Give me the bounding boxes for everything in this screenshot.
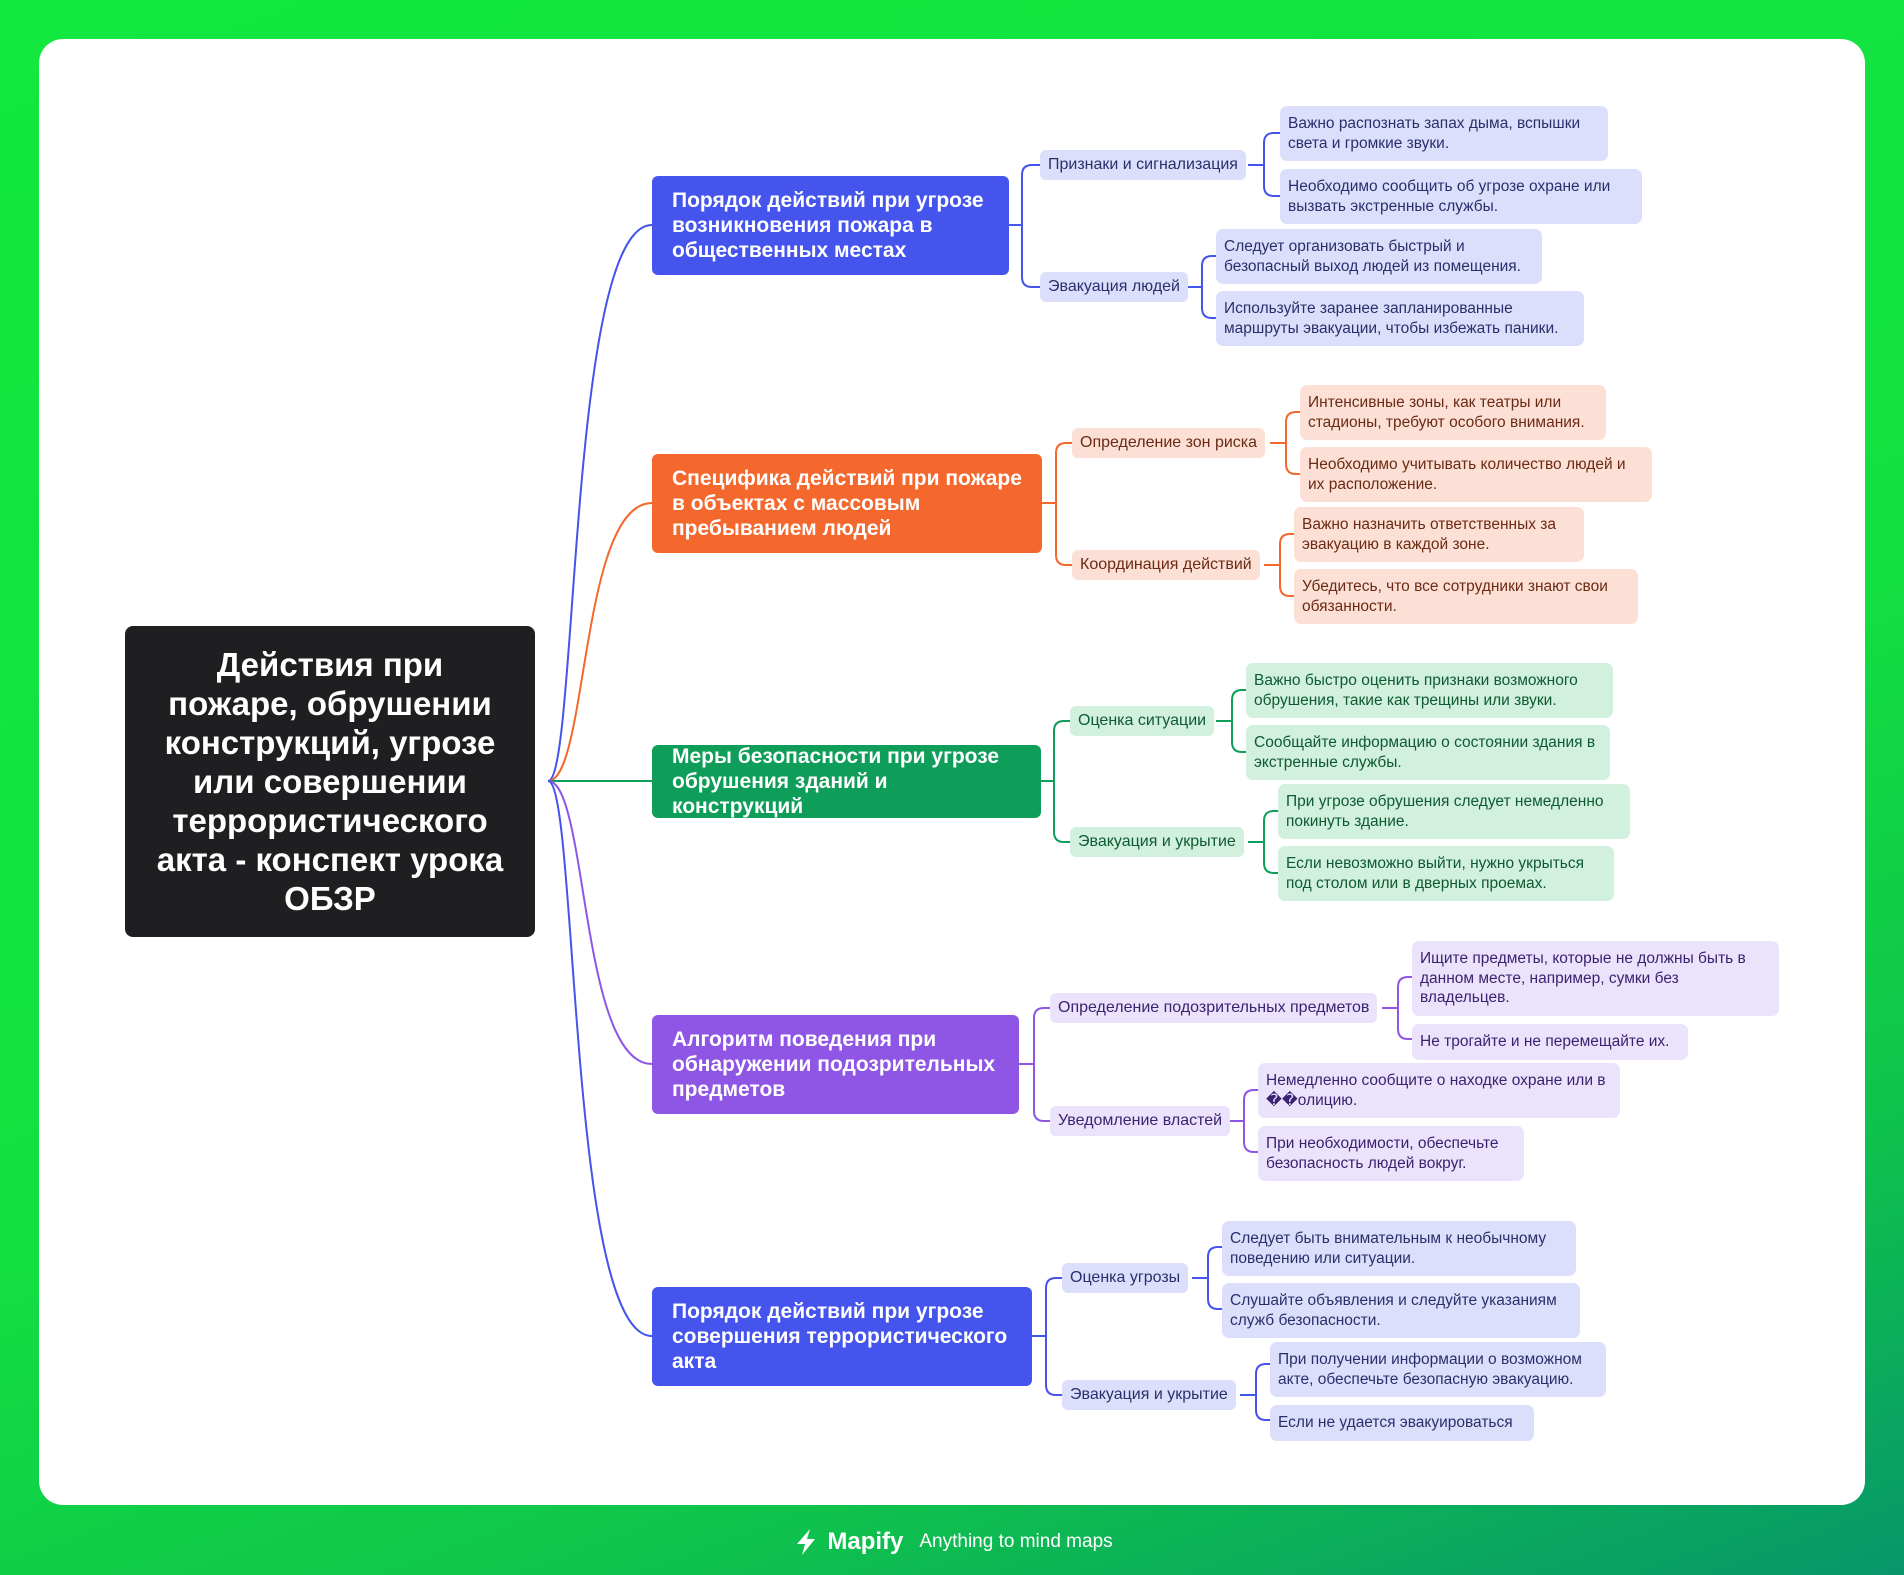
subtopic-identify-suspicious[interactable]: Определение подозрительных предметов: [1050, 993, 1378, 1023]
branch-suspicious-items[interactable]: Алгоритм поведения при обнаружении подоз…: [652, 1015, 1019, 1114]
leaf-text[interactable]: Важно быстро оценить признаки возможного…: [1246, 663, 1613, 718]
lightning-icon: [797, 1529, 816, 1555]
leaf-text[interactable]: Сообщайте информацию о состоянии здания …: [1246, 725, 1610, 780]
leaf-text[interactable]: Необходимо учитывать количество людей и …: [1300, 447, 1652, 502]
subtopic-threat-assessment[interactable]: Оценка угрозы: [1062, 1263, 1189, 1293]
branch-terrorist-act[interactable]: Порядок действий при угрозе совершения т…: [652, 1287, 1032, 1386]
subtopic-notify-authorities[interactable]: Уведомление властей: [1050, 1106, 1231, 1136]
root-topic[interactable]: Действия при пожаре, обрушении конструкц…: [125, 626, 535, 937]
branch-fire-mass-objects[interactable]: Специфика действий при пожаре в объектах…: [652, 454, 1042, 553]
leaf-text[interactable]: Ищите предметы, которые не должны быть в…: [1412, 941, 1779, 1016]
branch-fire-public-places[interactable]: Порядок действий при угрозе возникновени…: [652, 176, 1009, 275]
brand-name[interactable]: Mapify: [827, 1528, 904, 1555]
leaf-text[interactable]: Убедитесь, что все сотрудники знают свои…: [1294, 569, 1638, 624]
subtopic-signs-alarm[interactable]: Признаки и сигнализация: [1040, 150, 1246, 180]
leaf-text[interactable]: Если не удается эвакуироваться: [1270, 1405, 1534, 1441]
leaf-text[interactable]: При угрозе обрушения следует немедленно …: [1278, 784, 1630, 839]
footer: Mapify Anything to mind maps: [0, 1522, 1904, 1562]
leaf-text[interactable]: Слушайте объявления и следуйте указаниям…: [1222, 1283, 1580, 1338]
leaf-text[interactable]: Используйте заранее запланированные марш…: [1216, 291, 1584, 346]
leaf-text[interactable]: Интенсивные зоны, как театры или стадион…: [1300, 385, 1606, 440]
leaf-text[interactable]: Необходимо сообщить об угрозе охране или…: [1280, 169, 1642, 224]
leaf-text[interactable]: Важно назначить ответственных за эвакуац…: [1294, 507, 1584, 562]
tagline: Anything to mind maps: [919, 1531, 1113, 1552]
leaf-text[interactable]: Следует быть внимательным к необычному п…: [1222, 1221, 1576, 1276]
leaf-text[interactable]: При необходимости, обеспечьте безопаснос…: [1258, 1126, 1524, 1181]
subtopic-coordination[interactable]: Координация действий: [1072, 550, 1260, 580]
subtopic-evacuation-people[interactable]: Эвакуация людей: [1040, 272, 1188, 302]
leaf-text[interactable]: Немедленно сообщите о находке охране или…: [1258, 1063, 1620, 1118]
branch-collapse-safety[interactable]: Меры безопасности при угрозе обрушения з…: [652, 745, 1041, 818]
subtopic-evacuation-shelter[interactable]: Эвакуация и укрытие: [1070, 827, 1244, 857]
subtopic-evacuation-shelter-2[interactable]: Эвакуация и укрытие: [1062, 1380, 1236, 1410]
leaf-text[interactable]: Если невозможно выйти, нужно укрыться по…: [1278, 846, 1614, 901]
leaf-text[interactable]: Следует организовать быстрый и безопасны…: [1216, 229, 1542, 284]
subtopic-risk-zones[interactable]: Определение зон риска: [1072, 428, 1266, 458]
subtopic-situation-assessment[interactable]: Оценка ситуации: [1070, 706, 1215, 736]
leaf-text[interactable]: При получении информации о возможном акт…: [1270, 1342, 1606, 1397]
leaf-text[interactable]: Не трогайте и не перемещайте их.: [1412, 1024, 1688, 1060]
leaf-text[interactable]: Важно распознать запах дыма, вспышки све…: [1280, 106, 1608, 161]
